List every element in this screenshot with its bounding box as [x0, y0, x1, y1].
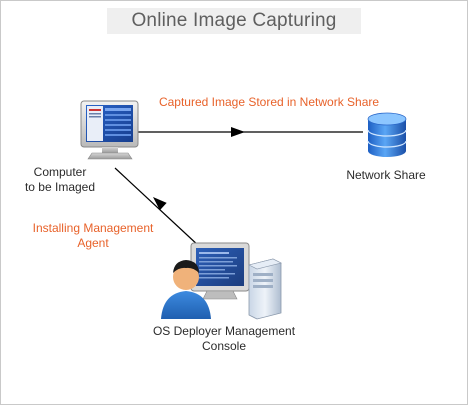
computer-label: Computer to be Imaged [15, 165, 105, 195]
computer-label-line2: to be Imaged [24, 180, 96, 194]
capture-edge-label: Captured Image Stored in Network Share [158, 95, 380, 109]
network-share-label: Network Share [346, 168, 426, 182]
diagram-title: Online Image Capturing [131, 10, 337, 31]
title-banner: Online Image Capturing [107, 8, 361, 34]
install-edge-label: Installing Management Agent [11, 221, 175, 251]
console-label: OS Deployer Management Console [131, 324, 317, 354]
install-arrow [114, 167, 201, 248]
console-label-line1: OS Deployer Management [152, 324, 296, 338]
console-label-line2: Console [201, 339, 247, 353]
capture-arrow [138, 127, 363, 137]
install-edge-label-line1: Installing Management [32, 221, 154, 235]
computer-label-line1: Computer [33, 165, 87, 179]
install-edge-label-line2: Agent [77, 236, 109, 250]
